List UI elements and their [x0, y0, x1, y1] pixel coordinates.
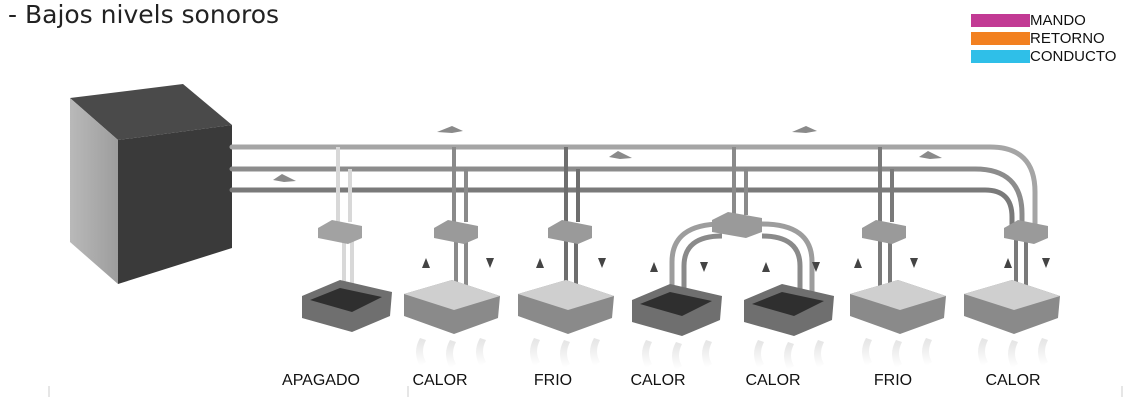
legend-label: RETORNO	[1030, 29, 1105, 47]
unit-label-7: CALOR	[985, 372, 1041, 389]
legend-label: CONDUCTO	[1030, 47, 1117, 65]
indoor-unit-1	[302, 147, 392, 332]
legend-label: MANDO	[1030, 11, 1086, 29]
legend-item-conducto: CONDUCTO	[971, 47, 1116, 65]
air-flow-plumes	[416, 338, 1048, 370]
unit-label-1: APAGADO	[282, 372, 360, 389]
outdoor-unit	[70, 84, 232, 284]
legend-swatch	[971, 49, 1030, 63]
indoor-unit-5	[744, 262, 834, 336]
legend: MANDO RETORNO CONDUCTO	[971, 11, 1116, 65]
legend-swatch	[971, 13, 1030, 27]
legend-item-mando: MANDO	[971, 11, 1116, 29]
baseline-ticks	[48, 386, 1123, 397]
flow-arrows	[273, 126, 942, 182]
legend-item-retorno: RETORNO	[971, 29, 1116, 47]
legend-swatch	[971, 31, 1030, 45]
indoor-unit-7	[964, 220, 1060, 334]
unit-label-5: CALOR	[745, 372, 801, 389]
indoor-unit-6	[850, 147, 946, 334]
shared-branch-box	[669, 147, 815, 294]
unit-label-3: FRIO	[533, 372, 573, 389]
main-pipes	[229, 144, 1038, 235]
unit-label-6: FRIO	[873, 372, 913, 389]
page-title: - Bajos nivels sonoros	[8, 0, 280, 29]
indoor-unit-2	[404, 147, 500, 334]
unit-label-2: CALOR	[412, 372, 468, 389]
indoor-unit-4	[632, 262, 722, 336]
unit-label-4: CALOR	[630, 372, 686, 389]
indoor-unit-3	[518, 147, 614, 334]
